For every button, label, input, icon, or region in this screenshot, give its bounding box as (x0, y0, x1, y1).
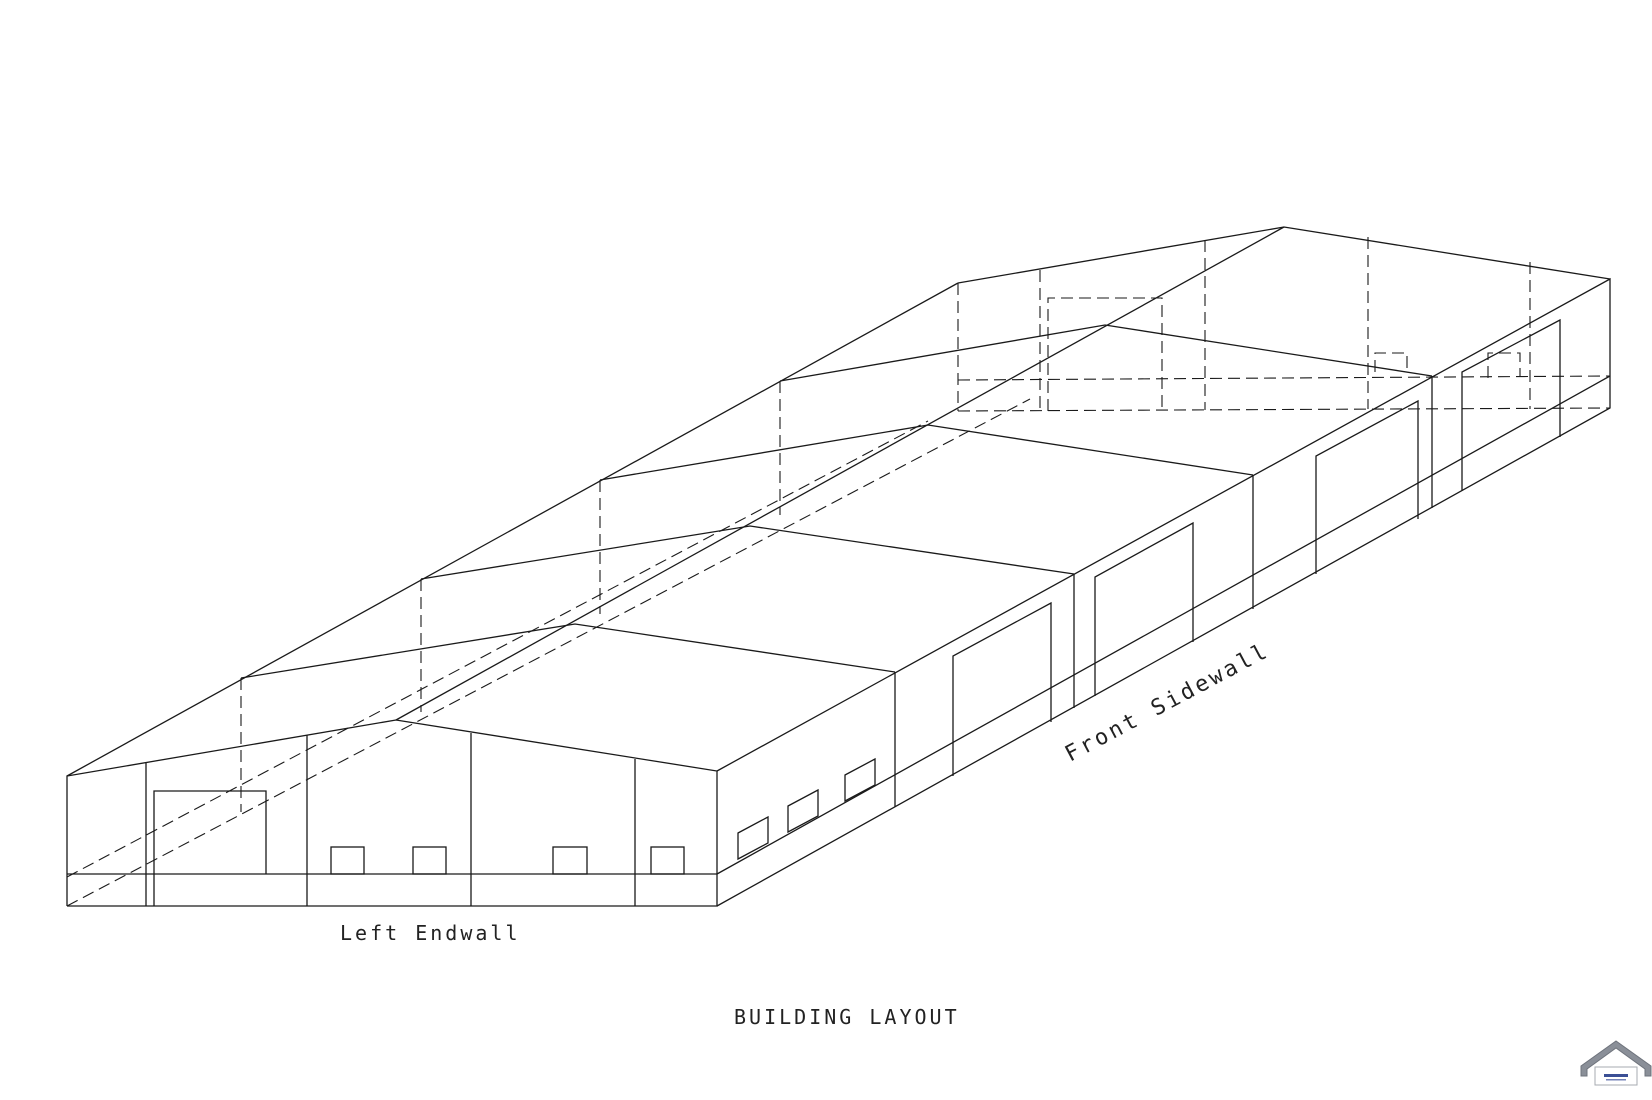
sidewall-overhead-door (1461, 318, 1561, 491)
building-outline (66, 226, 1611, 907)
sidewall-window (737, 815, 769, 861)
front-sidewall-outline (716, 277, 1611, 907)
roof-rafter (599, 424, 1254, 481)
sidewall-overhead-door (952, 601, 1052, 776)
house-logo-icon (1580, 1040, 1652, 1086)
roof-rear-eave (66, 282, 959, 777)
endwall-window (650, 846, 685, 875)
hidden-rear-upper-line (957, 375, 1611, 381)
roof-rafter (420, 525, 1075, 580)
hidden-rear-window (1487, 352, 1521, 378)
right-endwall-roof-line (957, 226, 1611, 284)
endwall-window (412, 846, 447, 875)
endwall-overhead-door (153, 790, 267, 906)
drawing-title: BUILDING LAYOUT (734, 1005, 960, 1029)
endwall-window (330, 846, 365, 875)
openings (153, 318, 1561, 906)
hidden-rear-door (1047, 297, 1163, 411)
roof-ridge (395, 226, 1285, 721)
sidewall-overhead-door (1315, 399, 1419, 574)
sidewall-window (844, 757, 876, 803)
hidden-base-line (66, 398, 1031, 907)
hidden-rear-window (1374, 352, 1408, 372)
roof-rafter (240, 623, 896, 679)
front-sidewall-label: Front Sidewall (1061, 638, 1274, 767)
hidden-rear-base-line (957, 407, 1611, 412)
left-endwall-outline (66, 719, 718, 907)
sidewall-window (787, 788, 819, 834)
left-endwall-label: Left Endwall (340, 921, 521, 945)
front-sidewall-base-line (716, 375, 1611, 875)
hidden-ridge-eave-line (66, 420, 929, 878)
roof-rafter (779, 324, 1433, 382)
sidewall-overhead-door (1094, 521, 1194, 696)
endwall-window (552, 846, 588, 875)
hidden-lines (66, 237, 1611, 907)
